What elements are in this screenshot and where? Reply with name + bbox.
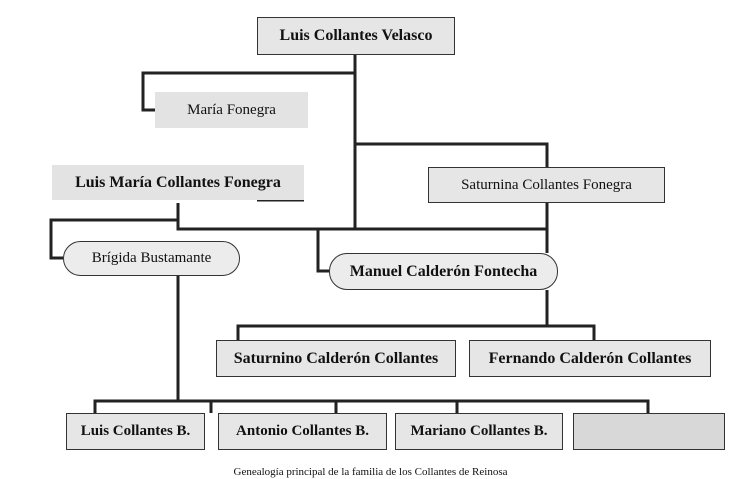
person-luis-maria-collantes-fonegra: Luis María Collantes Fonegra <box>52 165 304 200</box>
diagram-caption: Genealogía principal de la familia de lo… <box>233 466 508 478</box>
person-fernando-calderon-collantes: Fernando Calderón Collantes <box>469 340 711 377</box>
person-mariano-collantes-b: Mariano Collantes B. <box>395 413 563 450</box>
person-saturnino-calderon-collantes: Saturnino Calderón Collantes <box>216 340 456 377</box>
person-manuel-calderon-fontecha: Manuel Calderón Fontecha <box>329 253 558 290</box>
person-luis-collantes-velasco: Luis Collantes Velasco <box>257 17 455 55</box>
line-saturnina <box>355 142 549 168</box>
line-spouse <box>141 71 355 112</box>
person-brigida-bustamante: Brígida Bustamante <box>63 241 240 276</box>
line-manuel-hook <box>316 229 329 273</box>
person-maria-fonegra: María Fonegra <box>155 92 308 128</box>
person-luis-collantes-b: Luis Collantes B. <box>66 413 205 450</box>
person-antonio-collantes-b: Antonio Collantes B. <box>218 413 387 450</box>
person-saturnina-collantes-fonegra: Saturnina Collantes Fonegra <box>428 167 665 203</box>
line-luis-maria <box>176 203 355 231</box>
person-unnamed <box>573 413 725 450</box>
line-calderon-bar <box>236 324 596 340</box>
line-brigida <box>49 218 178 260</box>
line-bustamante-bar <box>93 399 650 413</box>
